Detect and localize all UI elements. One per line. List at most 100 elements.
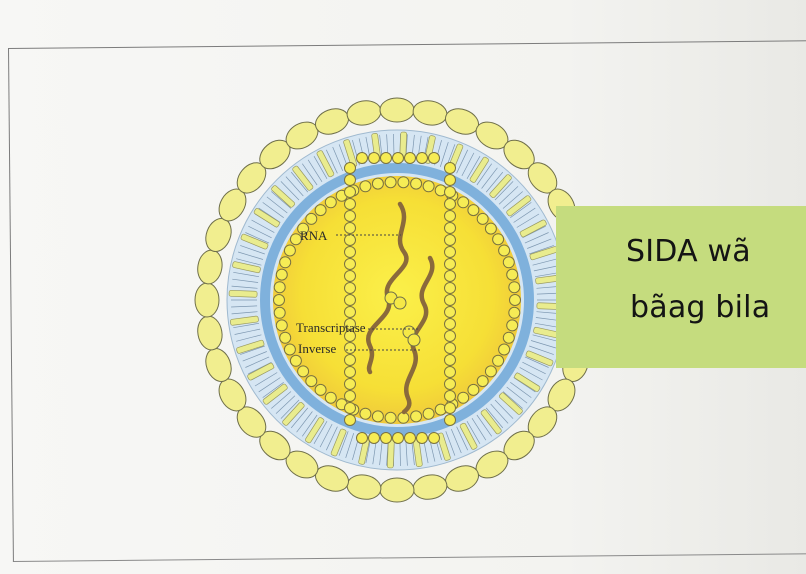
glycoprotein-knob — [380, 478, 414, 502]
capsid-bead — [345, 247, 356, 258]
capsid-bead — [445, 355, 456, 366]
capsid-bead — [372, 411, 383, 422]
glycoprotein-knob — [195, 283, 219, 317]
capsid-bead — [445, 259, 456, 270]
capsid-bead — [493, 355, 504, 366]
capsid-bead — [445, 223, 456, 234]
enzyme-circle — [408, 334, 420, 346]
capsid-bead — [290, 355, 301, 366]
capsid-bead — [485, 366, 496, 377]
glycoprotein-knob — [195, 248, 225, 286]
capsid-bead — [345, 307, 356, 318]
capsid-bead — [369, 153, 380, 164]
capsid-bead — [284, 344, 295, 355]
capsid-bead — [411, 411, 422, 422]
capsid-bead — [274, 282, 285, 293]
capsid-bead — [284, 245, 295, 256]
capsid-bead — [417, 433, 428, 444]
capsid-bead — [385, 177, 396, 188]
capsid-bead — [429, 153, 440, 164]
capsid-bead — [468, 384, 479, 395]
capsid-bead — [445, 271, 456, 282]
capsid-bead — [445, 403, 456, 414]
capsid-bead — [306, 213, 317, 224]
capsid-bead — [306, 376, 317, 387]
capsid-bead — [381, 433, 392, 444]
capsid-bead — [445, 295, 456, 306]
capsid-bead — [493, 234, 504, 245]
capsid-bead — [280, 257, 291, 268]
capsid-bead — [445, 343, 456, 354]
capsid-bead — [357, 433, 368, 444]
capsid-bead — [315, 205, 326, 216]
capsid-bead — [345, 187, 356, 198]
transcriptase-label: Transcriptase — [296, 320, 366, 335]
capsid-bead — [445, 319, 456, 330]
capsid-bead — [445, 283, 456, 294]
capsid-bead — [345, 391, 356, 402]
glycoprotein-knob — [345, 472, 383, 502]
capsid-bead — [369, 433, 380, 444]
enzyme-circle — [394, 297, 406, 309]
capsid-bead — [445, 211, 456, 222]
capsid-bead — [429, 433, 440, 444]
capsid-bead — [507, 269, 518, 280]
capsid-bead — [445, 331, 456, 342]
capsid-bead — [274, 295, 285, 306]
capsid-bead — [360, 181, 371, 192]
capsid-bead — [445, 187, 456, 198]
capsid-bead — [445, 379, 456, 390]
capsid-bead — [345, 403, 356, 414]
caption-line-1: SIDA wã — [626, 234, 751, 269]
capsid-bead — [372, 178, 383, 189]
capsid-bead — [276, 269, 287, 280]
glycoprotein-knob — [345, 98, 383, 128]
capsid-bead — [503, 332, 514, 343]
capsid-bead — [345, 283, 356, 294]
capsid-bead — [381, 153, 392, 164]
capsid-bead — [345, 355, 356, 366]
capsid-bead — [315, 384, 326, 395]
capsid-bead — [445, 391, 456, 402]
capsid-bead — [325, 197, 336, 208]
capsid-bead — [345, 367, 356, 378]
capsid-bead — [445, 163, 456, 174]
rna-label: RNA — [300, 228, 328, 243]
caption-line-2: bãag bila — [630, 290, 770, 325]
capsid-bead — [499, 344, 510, 355]
capsid-bead — [485, 223, 496, 234]
capsid-bead — [445, 199, 456, 210]
capsid-bead — [345, 259, 356, 270]
capsid-bead — [385, 412, 396, 423]
capsid-bead — [445, 175, 456, 186]
capsid-bead — [405, 153, 416, 164]
glycoprotein-stalk — [387, 440, 394, 468]
capsid-bead — [423, 181, 434, 192]
capsid-bead — [393, 153, 404, 164]
capsid-bead — [345, 199, 356, 210]
capsid-bead — [274, 307, 285, 318]
capsid-bead — [393, 433, 404, 444]
capsid-bead — [280, 332, 291, 343]
glycoprotein-knob — [411, 472, 449, 502]
capsid-bead — [345, 223, 356, 234]
capsid-bead — [468, 205, 479, 216]
capsid-bead — [345, 343, 356, 354]
capsid-bead — [509, 307, 520, 318]
capsid-bead — [345, 235, 356, 246]
glycoprotein-knob — [195, 314, 225, 352]
capsid-bead — [345, 163, 356, 174]
capsid-bead — [417, 153, 428, 164]
capsid-bead — [357, 153, 368, 164]
capsid-bead — [345, 379, 356, 390]
capsid-bead — [345, 295, 356, 306]
capsid-bead — [298, 366, 309, 377]
capsid-bead — [398, 177, 409, 188]
capsid-bead — [477, 376, 488, 387]
inverse-label: Inverse — [298, 341, 336, 356]
capsid-bead — [411, 178, 422, 189]
capsid-bead — [445, 247, 456, 258]
capsid-bead — [445, 415, 456, 426]
capsid-bead — [458, 392, 469, 403]
